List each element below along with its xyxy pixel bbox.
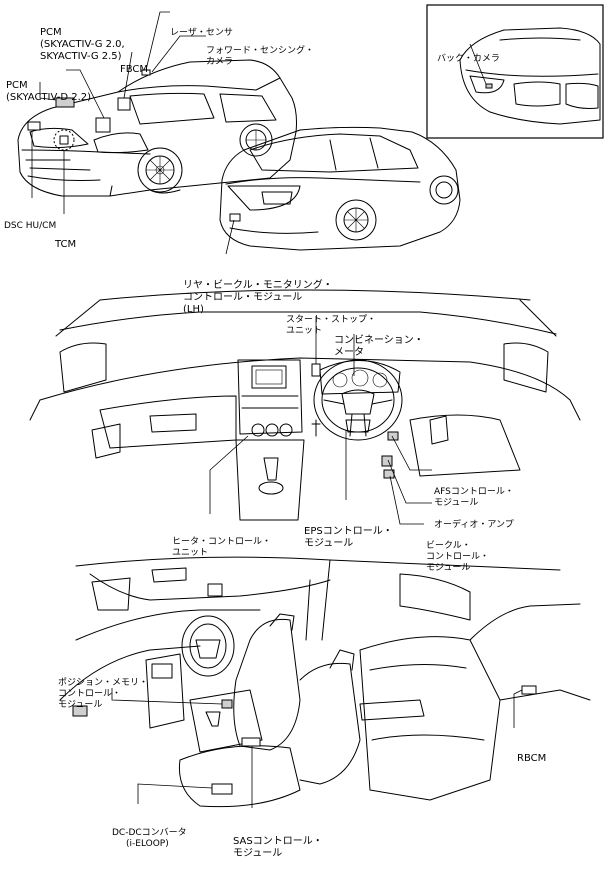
- interior-illustration: [59, 556, 591, 808]
- back-camera-inset: [426, 4, 604, 139]
- label-heater-control-unit: ヒータ・コントロール・ユニット: [172, 537, 272, 558]
- label-sas-control-module: SASコントロール・モジュール: [233, 836, 323, 859]
- label-start-stop-unit: スタート・ストップ・ユニット: [286, 315, 377, 336]
- front-car-illustration: [17, 59, 297, 197]
- label-position-memory-control-module: ポジション・メモリ・コントロール・モジュール: [58, 678, 149, 710]
- label-tcm: TCM: [55, 239, 77, 250]
- label-eps-control-module: EPSコントロール・モジュール: [304, 526, 393, 549]
- vehicle-module-location-diagram: [17, 4, 604, 808]
- label-audio-amp: オーディオ・アンプ: [434, 520, 514, 530]
- rear-car-illustration: [219, 126, 461, 251]
- label-dsc-hu-cm: DSC HU/CM: [4, 221, 57, 231]
- label-pcm-skyactiv-g: PCM(SKYACTIV-G 2.0,SKYACTIV-G 2.5): [40, 27, 125, 62]
- label-forward-sensing-camera: フォワード・センシング・カメラ: [206, 46, 315, 67]
- label-laser-sensor: レーザ・センサ: [170, 28, 233, 38]
- label-rear-vehicle-monitoring-module: リヤ・ビークル・モニタリング・コントロール・モジュール(LH): [183, 280, 333, 315]
- label-back-camera: バック・カメラ: [437, 54, 500, 64]
- label-vehicle-control-module: ビークル・コントロール・モジュール: [426, 541, 490, 573]
- label-dcdc-converter: DC-DCコンバータ(i-ELOOP): [112, 828, 187, 849]
- interior-leader-lines: [111, 688, 523, 808]
- label-pcm-skyactiv-d: PCM(SKYACTIV-D 2.2): [6, 80, 92, 103]
- label-fbcm: FBCM: [120, 64, 149, 75]
- exterior-leader-lines: [31, 11, 487, 255]
- dashboard-illustration: [29, 289, 581, 521]
- dashboard-leader-lines: [209, 316, 432, 525]
- label-afs-control-module: AFSコントロール・モジュール: [434, 487, 514, 508]
- label-rbcm: RBCM: [517, 753, 547, 764]
- label-combination-meter: コンビネーション・メータ: [334, 335, 424, 358]
